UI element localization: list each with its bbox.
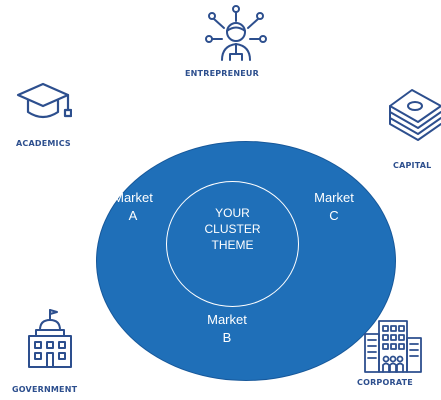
money-stack-icon [389,89,441,141]
market-a-label: Market A [104,189,162,225]
cluster-theme-label: YOUR CLUSTER THEME [166,205,299,253]
theme-circle [166,181,299,307]
theme-line-3: THEME [211,238,254,252]
market-b-word: Market [207,312,247,327]
government-building-icon [28,309,72,368]
corporate-building-icon [364,320,422,373]
market-c-letter: C [329,208,339,223]
entrepreneur-network-icon [205,5,267,61]
theme-line-2: CLUSTER [204,222,261,236]
market-a-word: Market [113,190,153,205]
corporate-label: CORPORATE [357,378,413,387]
theme-line-1: YOUR [215,206,250,220]
market-a-letter: A [128,208,138,223]
entrepreneur-label: ENTREPRENEUR [185,69,259,78]
government-label: GOVERNMENT [12,385,78,394]
market-c-label: Market C [302,189,366,225]
market-b-letter: B [222,330,232,345]
market-c-word: Market [314,190,354,205]
market-b-label: Market B [198,311,256,347]
capital-label: CAPITAL [393,161,432,170]
graduation-cap-icon [16,82,72,119]
academics-label: ACADEMICS [16,139,71,148]
